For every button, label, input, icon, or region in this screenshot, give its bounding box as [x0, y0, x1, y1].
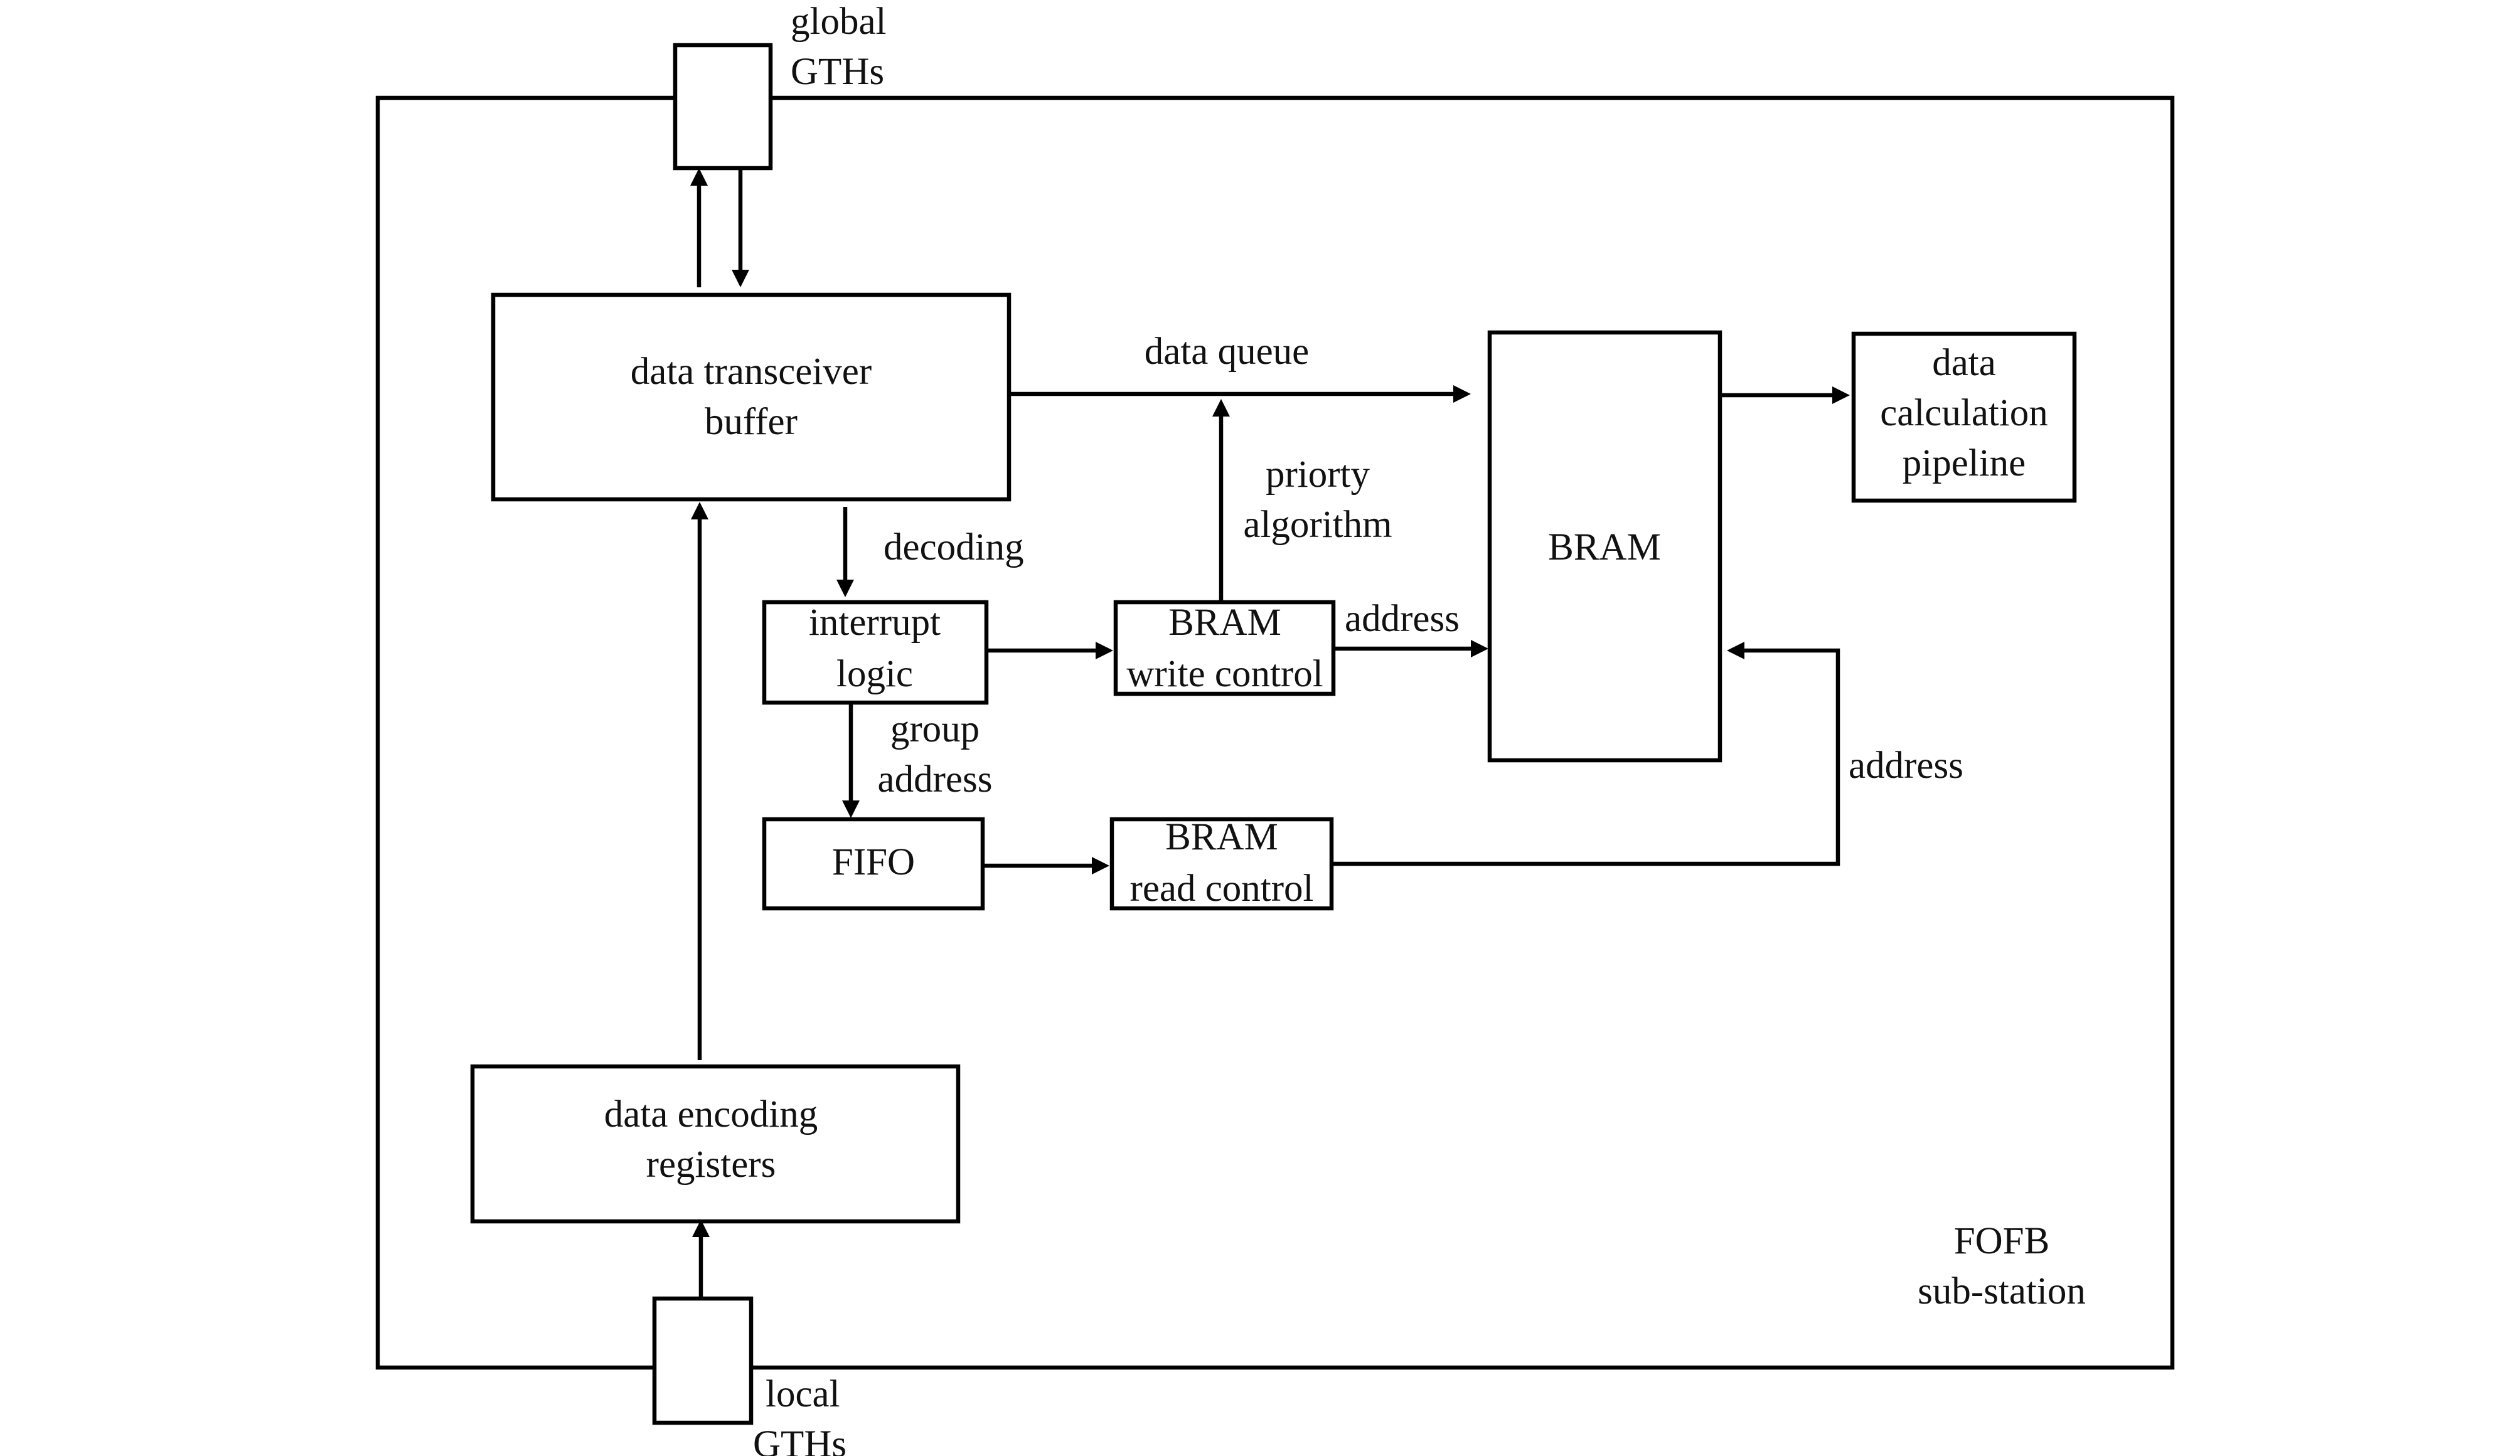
arrowhead — [1212, 399, 1230, 417]
bram-block — [1487, 330, 1722, 763]
fifo-block — [762, 817, 985, 911]
local-gths-label-line1: local — [766, 1373, 840, 1415]
data-queue-label: data queue — [1145, 331, 1310, 373]
arrowhead — [691, 502, 708, 519]
write-control-label-line1: BRAM — [1168, 602, 1281, 644]
calc-label-line1: data — [1932, 342, 1996, 384]
encoding-label-line2: registers — [646, 1144, 776, 1186]
arrowhead — [690, 168, 708, 186]
arrow-read-address — [1332, 648, 1840, 866]
connectors — [690, 168, 1850, 1299]
interrupt-label-line1: interrupt — [809, 602, 941, 644]
local-gths-label-line2: GTHs — [753, 1423, 846, 1456]
data-encoding-registers-block — [470, 1064, 961, 1224]
bram-write-control-block — [1113, 600, 1336, 696]
substation-label-line2: sub-station — [1918, 1270, 2086, 1312]
priority-label-line2: algorithm — [1243, 504, 1392, 546]
bram-read-control-block — [1109, 817, 1334, 911]
interrupt-logic-block — [762, 600, 989, 705]
arrowhead — [692, 1220, 710, 1237]
arrowhead — [842, 800, 860, 818]
group-address-label-line2: address — [878, 758, 993, 800]
read-address-label: address — [1849, 745, 1963, 787]
arrowhead — [1727, 642, 1744, 659]
arrowhead — [836, 580, 854, 597]
substation-frame — [375, 95, 2175, 1370]
calc-label-line2: calculation — [1880, 392, 2048, 434]
global-gths-label-line2: GTHs — [791, 51, 884, 93]
bram-label: BRAM — [1548, 526, 1661, 568]
arrowhead — [1453, 385, 1471, 403]
substation-label-line1: FOFB — [1954, 1220, 2050, 1262]
arrowhead — [1471, 640, 1488, 657]
arrowhead — [1092, 857, 1109, 874]
read-control-label-line1: BRAM — [1165, 816, 1278, 858]
transceiver-label-line2: buffer — [705, 401, 798, 443]
transceiver-label-line1: data transceiver — [631, 351, 872, 393]
write-address-label: address — [1345, 598, 1460, 640]
arrowhead — [732, 270, 749, 287]
encoding-label-line1: data encoding — [604, 1093, 818, 1135]
group-address-label-line1: group — [890, 708, 980, 750]
read-control-label-line2: read control — [1130, 868, 1314, 910]
decoding-label: decoding — [884, 526, 1024, 568]
global-gths-port — [673, 43, 773, 171]
priority-label-line1: priorty — [1266, 454, 1370, 496]
arrowhead — [1096, 642, 1113, 659]
global-gths-label-line1: global — [791, 1, 886, 43]
data-calculation-pipeline-block — [1851, 331, 2077, 503]
interrupt-label-line2: logic — [836, 653, 913, 695]
write-control-label-line2: write control — [1126, 653, 1323, 695]
arrowhead — [1832, 386, 1850, 404]
local-gths-port — [652, 1296, 754, 1425]
data-transceiver-buffer-block — [491, 292, 1012, 502]
calc-label-line3: pipeline — [1903, 442, 2026, 484]
fifo-label: FIFO — [832, 841, 915, 883]
